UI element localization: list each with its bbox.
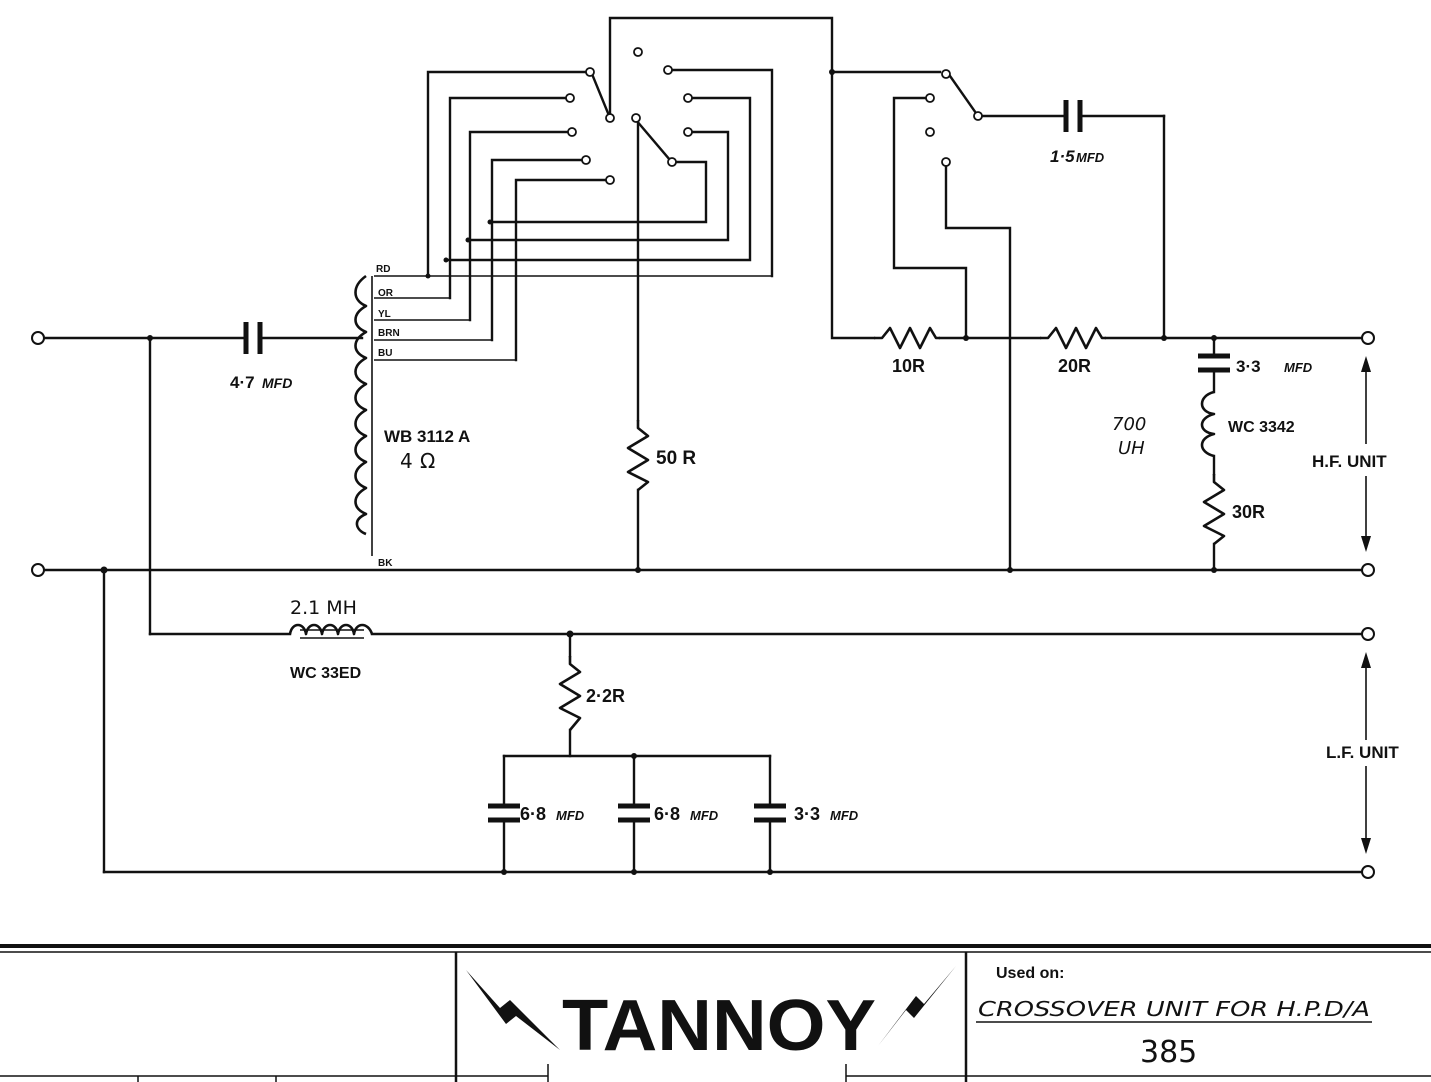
inductor-hf-model: WC 3342 <box>1228 419 1295 436</box>
hf-unit-arrow <box>1361 356 1371 552</box>
lightning-bolt-right-icon <box>878 966 956 1046</box>
resistor-10r <box>874 326 940 350</box>
resistor-2-2r <box>558 656 582 731</box>
capacitor-lf-3-unit: MFD <box>830 808 859 823</box>
capacitor-lf-2 <box>618 803 650 823</box>
inductor-hf-value-2: UH <box>1118 438 1145 459</box>
hf-terminal-positive <box>1361 331 1375 345</box>
drawing-number: 385 <box>1140 1035 1197 1070</box>
resistor-50r-label: 50 R <box>656 448 696 469</box>
capacitor-lf-1-value: 6·8 <box>520 804 546 824</box>
junction-dots <box>100 69 1217 875</box>
hf-unit-label: H.F. UNIT <box>1312 452 1387 471</box>
capacitor-lf-1-unit: MFD <box>556 808 585 823</box>
capacitor-lf-3-value: 3·3 <box>794 804 820 824</box>
capacitor-1-5mfd-unit: MFD <box>1076 150 1105 165</box>
capacitor-input <box>243 322 263 354</box>
tap-label-or: OR <box>378 288 394 299</box>
capacitor-input-unit: MFD <box>262 375 292 391</box>
capacitor-1-5mfd-value: 1·5 <box>1050 147 1075 166</box>
lf-unit-label: L.F. UNIT <box>1326 743 1399 762</box>
used-on-value: CROSSOVER UNIT FOR H.P.D/A <box>978 997 1370 1021</box>
title-block <box>0 944 1431 1082</box>
resistor-10r-label: 10R <box>892 356 925 376</box>
capacitor-hf-unit: MFD <box>1284 360 1313 375</box>
wiring <box>42 16 1364 874</box>
tap-label-bu: BU <box>378 348 392 359</box>
capacitor-input-value: 4·7 <box>230 373 255 392</box>
lf-terminal-positive <box>1361 627 1375 641</box>
capacitor-hf-value: 3·3 <box>1236 357 1261 376</box>
hf-terminal-negative <box>1361 563 1375 577</box>
resistor-30r-label: 30R <box>1232 502 1265 522</box>
capacitor-1-5mfd <box>1063 100 1083 132</box>
input-terminal-bottom <box>31 563 45 577</box>
resistor-2-2r-label: 2·2R <box>586 686 625 706</box>
tap-label-brn: BRN <box>378 328 400 339</box>
inductor-lf <box>288 623 374 639</box>
used-on-label: Used on: <box>996 965 1064 982</box>
lightning-bolt-left-icon <box>466 970 560 1050</box>
autotransformer-coil <box>354 274 373 556</box>
capacitor-lf-3 <box>754 803 786 823</box>
brand-logo: TANNOY <box>562 986 876 1066</box>
selector-switch-contacts <box>565 47 983 185</box>
tap-label-rd: RD <box>376 264 390 275</box>
resistor-50r <box>626 420 650 492</box>
input-terminal-top <box>31 331 45 345</box>
tap-label-bk: BK <box>378 558 393 569</box>
capacitor-lf-2-unit: MFD <box>690 808 719 823</box>
inductor-hf <box>1200 390 1216 458</box>
tap-label-yl: YL <box>378 309 391 320</box>
capacitor-lf-1 <box>488 803 520 823</box>
inductor-lf-value: 2.1 MH <box>290 597 357 619</box>
capacitor-hf-3-3mfd <box>1198 353 1230 373</box>
terminals <box>31 331 1375 879</box>
resistor-20r-label: 20R <box>1058 356 1091 376</box>
lf-unit-arrow <box>1361 652 1371 854</box>
resistor-20r <box>1040 326 1106 350</box>
resistor-30r <box>1202 474 1226 546</box>
ohm-symbol: Ω <box>420 449 435 473</box>
inductor-lf-model: WC 33ED <box>290 665 361 682</box>
inductor-hf-value-1: 700 <box>1112 414 1146 435</box>
transformer-model: WB 3112 A <box>384 427 470 446</box>
lf-terminal-negative <box>1361 865 1375 879</box>
capacitor-lf-2-value: 6·8 <box>654 804 680 824</box>
transformer-impedance: 4 <box>400 449 413 473</box>
